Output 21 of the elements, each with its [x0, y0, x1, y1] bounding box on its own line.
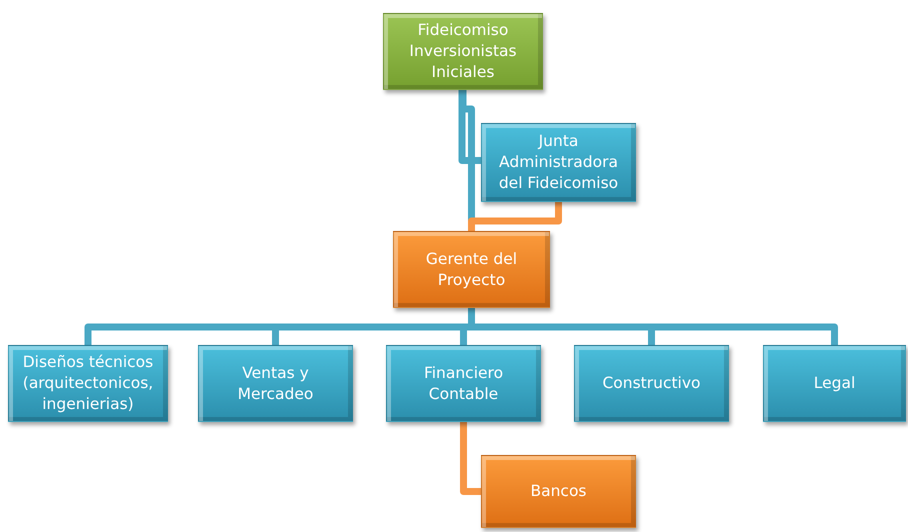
org-box — [386, 345, 541, 422]
connector-line — [458, 90, 481, 164]
box-label: Junta Administradora del Fideicomiso — [498, 131, 620, 194]
org-box — [481, 123, 636, 202]
box-label: Ventas y Mercadeo — [236, 362, 314, 404]
org-box — [383, 13, 543, 90]
box-label: Legal — [814, 373, 856, 394]
org-box — [481, 455, 636, 528]
box-label: Gerente del Proyecto — [424, 248, 518, 290]
box-label: Fideicomiso Inversionistas Iniciales — [408, 20, 518, 83]
box-label: Diseños técnicos (arquitectonicos, ingenierias) — [22, 352, 154, 415]
connector-line — [468, 202, 562, 231]
connector-line — [460, 422, 481, 495]
org-box — [8, 345, 168, 422]
box-label: Financiero Contable — [422, 362, 504, 404]
org-box — [574, 345, 729, 422]
box-label: Bancos — [530, 481, 587, 502]
box-label: Constructivo — [602, 373, 701, 394]
org-box — [198, 345, 353, 422]
org-box — [393, 231, 550, 308]
org-box — [763, 345, 906, 422]
